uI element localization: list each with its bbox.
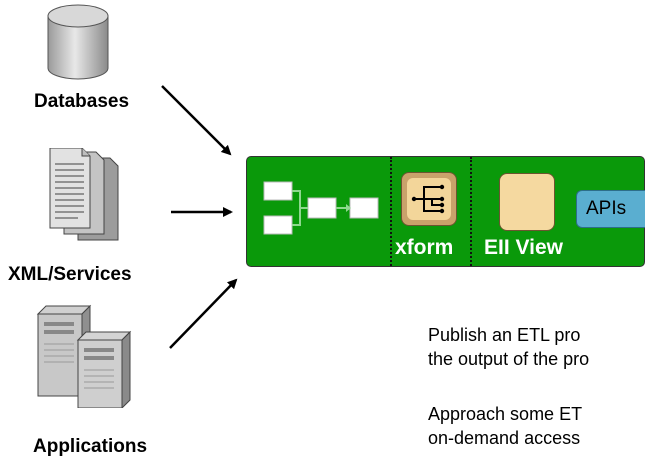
divider-right bbox=[470, 157, 472, 266]
databases-label: Databases bbox=[34, 91, 130, 112]
xform-label: xform bbox=[395, 236, 454, 259]
etl-flow-icon bbox=[263, 181, 379, 235]
xform-tile bbox=[401, 172, 457, 226]
divider-left bbox=[390, 157, 392, 266]
apis-tab: APIs bbox=[576, 190, 645, 228]
database-cylinder-icon bbox=[47, 4, 109, 80]
note-para2-line1: Approach some ET bbox=[428, 404, 583, 424]
note-para1-line1: Publish an ETL pro bbox=[428, 325, 581, 345]
xml-services-label: XML/Services bbox=[8, 264, 132, 285]
arrow-applications bbox=[169, 278, 238, 349]
note-para1-line2: the output of the pro bbox=[428, 349, 590, 369]
transform-branch-icon bbox=[407, 178, 451, 220]
documents-icon bbox=[49, 148, 119, 241]
eii-view-label: EII View bbox=[484, 236, 563, 259]
applications-label: Applications bbox=[33, 436, 148, 457]
arrow-databases bbox=[161, 85, 232, 156]
eii-view-tile bbox=[499, 173, 555, 231]
server-towers-icon bbox=[36, 304, 132, 408]
note-para2-line2: on-demand access bbox=[428, 428, 581, 448]
